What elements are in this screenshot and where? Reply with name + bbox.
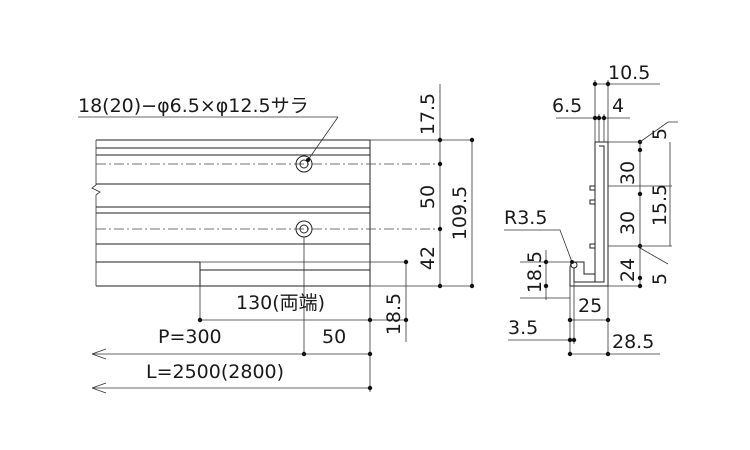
dim-length: L=2500(2800) xyxy=(146,361,284,383)
dim-28-5: 28.5 xyxy=(612,331,654,353)
hole-note: 18(20)−φ6.5×φ12.5サラ xyxy=(78,95,339,162)
countersunk-hole-upper xyxy=(295,155,313,173)
dim-30-top: 30 xyxy=(617,161,639,185)
dim-18-5-front: 18.5 xyxy=(383,293,405,335)
dim-10-5: 10.5 xyxy=(608,62,650,84)
front-horizontal-dimensions: 130(両端) P=300 50 L=2500(2800) xyxy=(91,237,373,394)
dim-pitch: P=300 xyxy=(158,326,222,348)
dim-3-5: 3.5 xyxy=(508,317,538,339)
dim-18-5-section: 18.5 xyxy=(524,251,546,293)
dim-5-top: 5 xyxy=(649,128,671,140)
hole-note-text: 18(20)−φ6.5×φ12.5サラ xyxy=(78,95,309,117)
section-lower-dimensions: R3.5 18.5 25 3.5 28.5 xyxy=(504,207,660,357)
dim-109-5: 109.5 xyxy=(449,186,471,240)
dim-24: 24 xyxy=(617,258,639,282)
section-top-dimensions: 10.5 6.5 4 xyxy=(552,62,660,142)
section-right-dimensions: 30 30 24 15.5 5 5 xyxy=(608,121,678,289)
dim-5-bottom: 5 xyxy=(649,273,671,285)
dim-4: 4 xyxy=(612,95,624,117)
front-view xyxy=(91,139,440,287)
dim-42: 42 xyxy=(417,246,439,270)
dim-25: 25 xyxy=(578,295,602,317)
dim-15-5: 15.5 xyxy=(649,184,671,226)
dim-radius: R3.5 xyxy=(504,207,547,229)
dim-17-5: 17.5 xyxy=(417,93,439,135)
dim-50-vertical: 50 xyxy=(417,185,439,209)
front-vertical-dimensions: 17.5 50 42 109.5 18.5 xyxy=(200,84,475,342)
dim-30-bottom: 30 xyxy=(617,211,639,235)
dim-6-5: 6.5 xyxy=(552,95,582,117)
dim-50-horizontal: 50 xyxy=(322,326,346,348)
dim-130-both-ends: 130(両端) xyxy=(236,292,325,314)
